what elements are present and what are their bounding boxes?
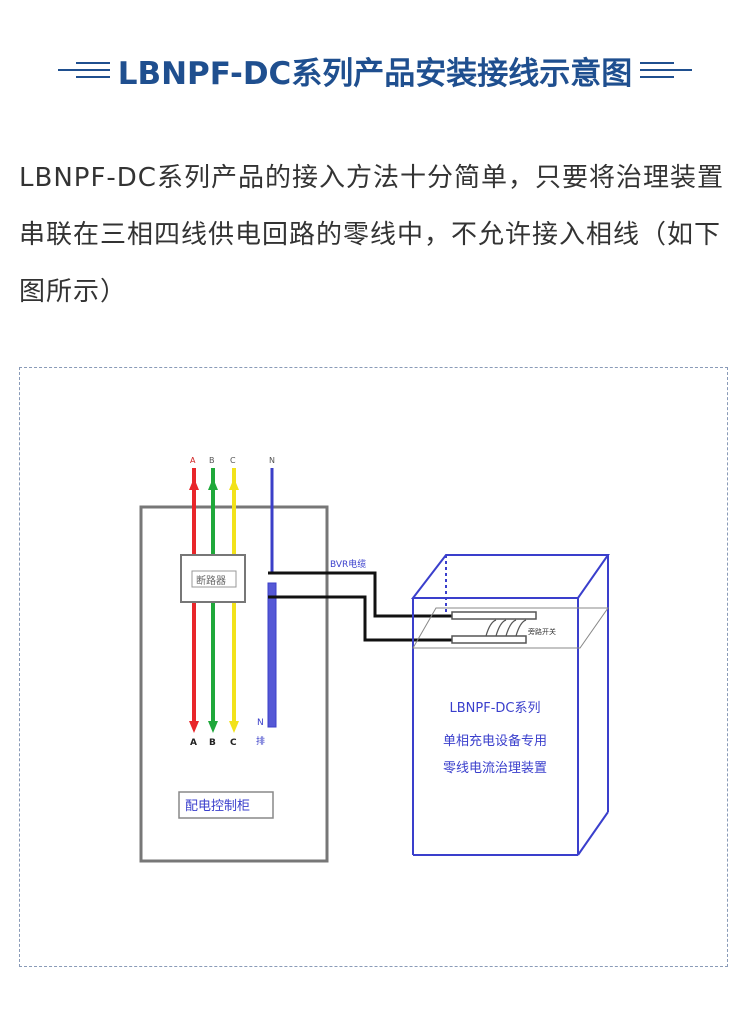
bypass-bar-lower <box>451 635 527 644</box>
neutral-label-top: N <box>269 456 275 465</box>
device-subtitle-2: 零线电流治理装置 <box>443 761 547 776</box>
phase-b-arrow-bottom <box>208 721 218 733</box>
breaker-label-box <box>191 570 237 588</box>
neutral-bar <box>267 582 277 728</box>
phase-label-bottom-b: B <box>209 738 216 748</box>
phase-label-top-a: A <box>190 456 196 465</box>
phase-c-arrow-bottom <box>229 721 239 733</box>
device-subtitle-1: 单相充电设备专用 <box>443 733 547 749</box>
page-title: LBNPF-DC系列产品安装接线示意图 <box>117 55 633 92</box>
cabinet-label: 配电控制柜 <box>185 799 250 814</box>
phase-b-arrow-top <box>208 478 218 490</box>
bypass-bar-upper <box>451 611 537 620</box>
phase-a-arrow-bottom <box>189 721 199 733</box>
phase-label-bottom-a: A <box>190 738 197 748</box>
bvr-cable-lower <box>268 595 455 642</box>
intro-paragraph: LBNPF-DC系列产品的接入方法十分简单，只要将治理装置串联在三相四线供电回路… <box>19 163 724 307</box>
bvr-cable-upper <box>268 571 455 618</box>
cable-label: BVR电缆 <box>330 558 366 570</box>
device-title: LBNPF-DC系列 <box>450 701 541 716</box>
diagram-frame <box>19 367 728 967</box>
title-decoration-left <box>57 62 110 78</box>
neutral-bar-label-pai: 排 <box>256 735 265 747</box>
neutral-bar-label-n: N <box>257 718 264 728</box>
governance-device-box <box>410 554 610 856</box>
bypass-switch-contacts <box>485 619 527 637</box>
breaker-label: 断路器 <box>196 574 226 587</box>
bypass-panel <box>412 607 609 649</box>
cabinet-label-box <box>178 791 274 819</box>
phase-label-bottom-c: C <box>230 738 237 748</box>
phase-a-arrow-top <box>189 478 199 490</box>
title-decoration-right <box>640 62 693 78</box>
title-bar: LBNPF-DC系列产品安装接线示意图 <box>0 40 750 100</box>
phase-label-top-b: B <box>209 456 215 465</box>
phase-label-top-c: C <box>230 456 236 465</box>
bypass-switch-label: 旁路开关 <box>528 627 556 636</box>
phase-c-arrow-top <box>229 478 239 490</box>
